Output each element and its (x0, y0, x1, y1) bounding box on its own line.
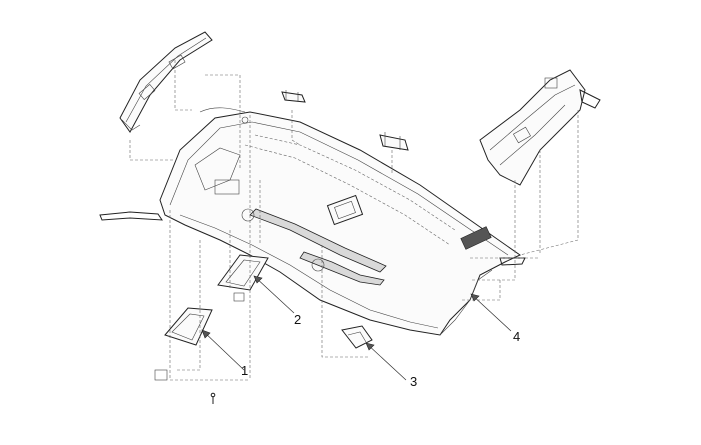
leader-line-2 (253, 275, 295, 314)
callout-3: 3 (410, 374, 418, 389)
sun-visor-1 (154, 307, 213, 381)
front-pillar-trim (119, 31, 213, 133)
retainer-clip-b (379, 132, 409, 151)
leader-line-3 (365, 342, 407, 381)
screw (210, 392, 216, 404)
leader-lines (201, 275, 512, 381)
assist-handle-bracket (341, 325, 373, 349)
leader-arrow-4 (470, 293, 480, 302)
leader-arrow-3 (365, 342, 375, 351)
leader-arrow-1 (201, 329, 211, 339)
leader-arrow-2 (253, 275, 263, 284)
leader-line-1 (201, 329, 245, 371)
rear-pillar-trim (479, 69, 601, 186)
wire-harness (199, 107, 249, 124)
callout-4: 4 (513, 329, 521, 344)
reference-lines (129, 60, 579, 381)
leader-line-4 (470, 293, 512, 332)
callout-2: 2 (294, 312, 302, 327)
headliner-panel (99, 111, 526, 336)
callout-1: 1 (241, 363, 249, 378)
retainer-clip-a (281, 90, 306, 103)
sun-visor-2 (217, 254, 269, 302)
